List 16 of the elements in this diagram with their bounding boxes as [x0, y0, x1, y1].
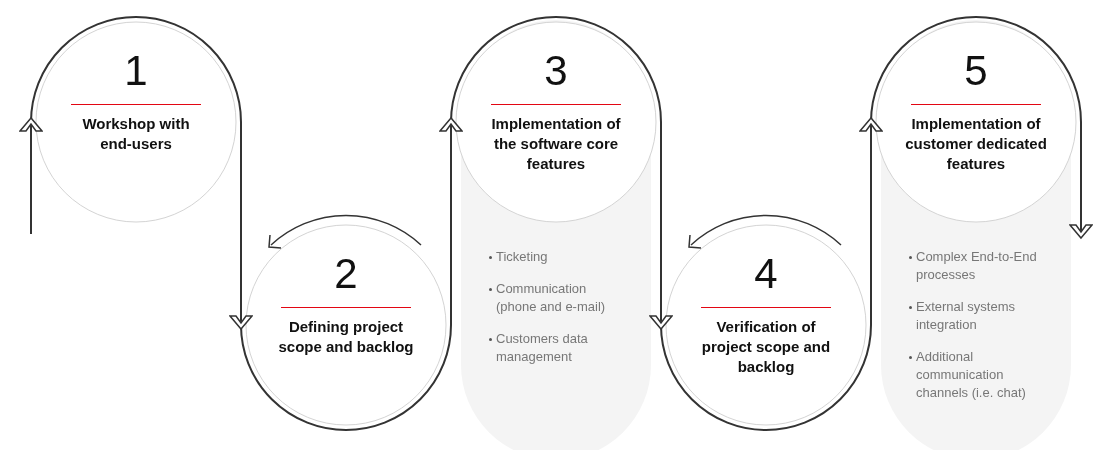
step-number: 1: [124, 48, 148, 94]
feature-item: External systems integration: [916, 298, 1016, 334]
feature-item: Additional communication channels (i.e. chat): [916, 348, 1027, 402]
step-number: 3: [544, 48, 568, 94]
step-title: Implementation of the software core features: [490, 114, 622, 174]
feature-item: Ticketing: [496, 248, 549, 266]
step-title: Workshop with end-users: [81, 114, 191, 154]
step-number: 4: [754, 251, 778, 297]
feature-item: Customers data management: [496, 330, 589, 366]
step-title: Implementation of customer dedicated features: [904, 114, 1048, 174]
feature-item: Communication (phone and e-mail): [496, 280, 607, 316]
step-number: 2: [334, 251, 358, 297]
step-title: Verification of project scope and backlog: [700, 317, 832, 377]
step-title: Defining project scope and backlog: [277, 317, 415, 357]
feature-item: Complex End-to-End processes: [916, 248, 1038, 284]
step-number: 5: [964, 48, 988, 94]
